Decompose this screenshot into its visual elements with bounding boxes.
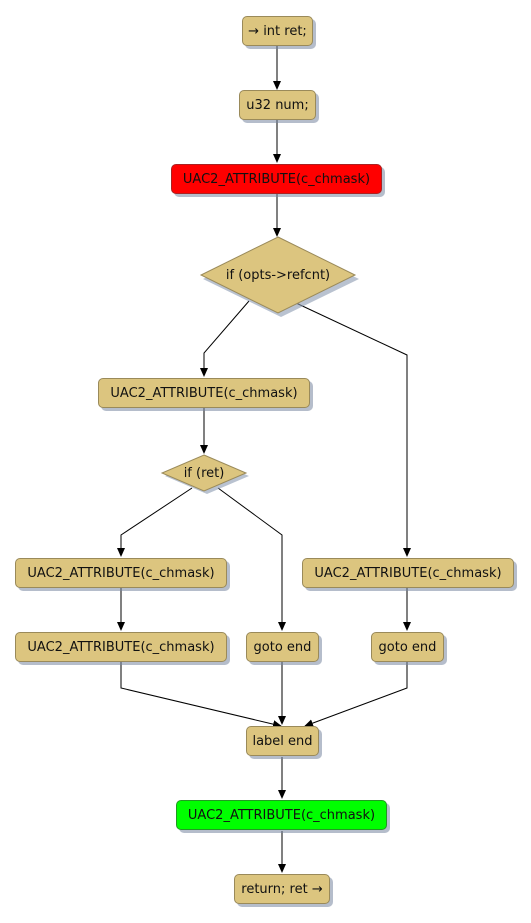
edge-if-ret-to-goto-end-a bbox=[217, 487, 286, 631]
node-uac2-attribute-refcnt-branch: UAC2_ATTRIBUTE(c_chmask) bbox=[98, 378, 310, 408]
node-label-end: label end bbox=[246, 726, 319, 756]
node-goto-end-else: goto end bbox=[371, 632, 444, 662]
decision-if-ret: if (ret) bbox=[160, 454, 249, 494]
decision-if-opts-refcnt: if (opts->refcnt) bbox=[199, 236, 359, 317]
node-uac2-attribute-start-highlight: UAC2_ATTRIBUTE(c_chmask) bbox=[171, 164, 382, 194]
decision-if-ret-label: if (ret) bbox=[183, 465, 225, 481]
decision-if-opts-refcnt-label: if (opts->refcnt) bbox=[225, 267, 331, 283]
node-uac2-attribute-else-branch: UAC2_ATTRIBUTE(c_chmask) bbox=[302, 558, 514, 588]
node-uac2-attribute-end-highlight: UAC2_ATTRIBUTE(c_chmask) bbox=[176, 800, 387, 830]
node-uac2-attribute-ret-branch-1: UAC2_ATTRIBUTE(c_chmask) bbox=[15, 558, 227, 588]
edge-if-refcnt-to-attribute-right bbox=[295, 302, 411, 557]
node-return-ret: return; ret → bbox=[234, 874, 330, 904]
node-goto-end-ret: goto end bbox=[246, 632, 319, 662]
edge-goto-end-b-to-label-end bbox=[304, 662, 408, 727]
edge-attribute-b-to-label-end bbox=[120, 662, 282, 729]
node-uac2-attribute-ret-branch-2: UAC2_ATTRIBUTE(c_chmask) bbox=[15, 632, 227, 662]
node-u32-num: u32 num; bbox=[239, 90, 316, 120]
node-int-ret: → int ret; bbox=[242, 16, 313, 46]
edge-if-refcnt-to-attribute-left bbox=[200, 300, 250, 377]
edge-if-ret-to-attribute-a bbox=[117, 487, 193, 557]
